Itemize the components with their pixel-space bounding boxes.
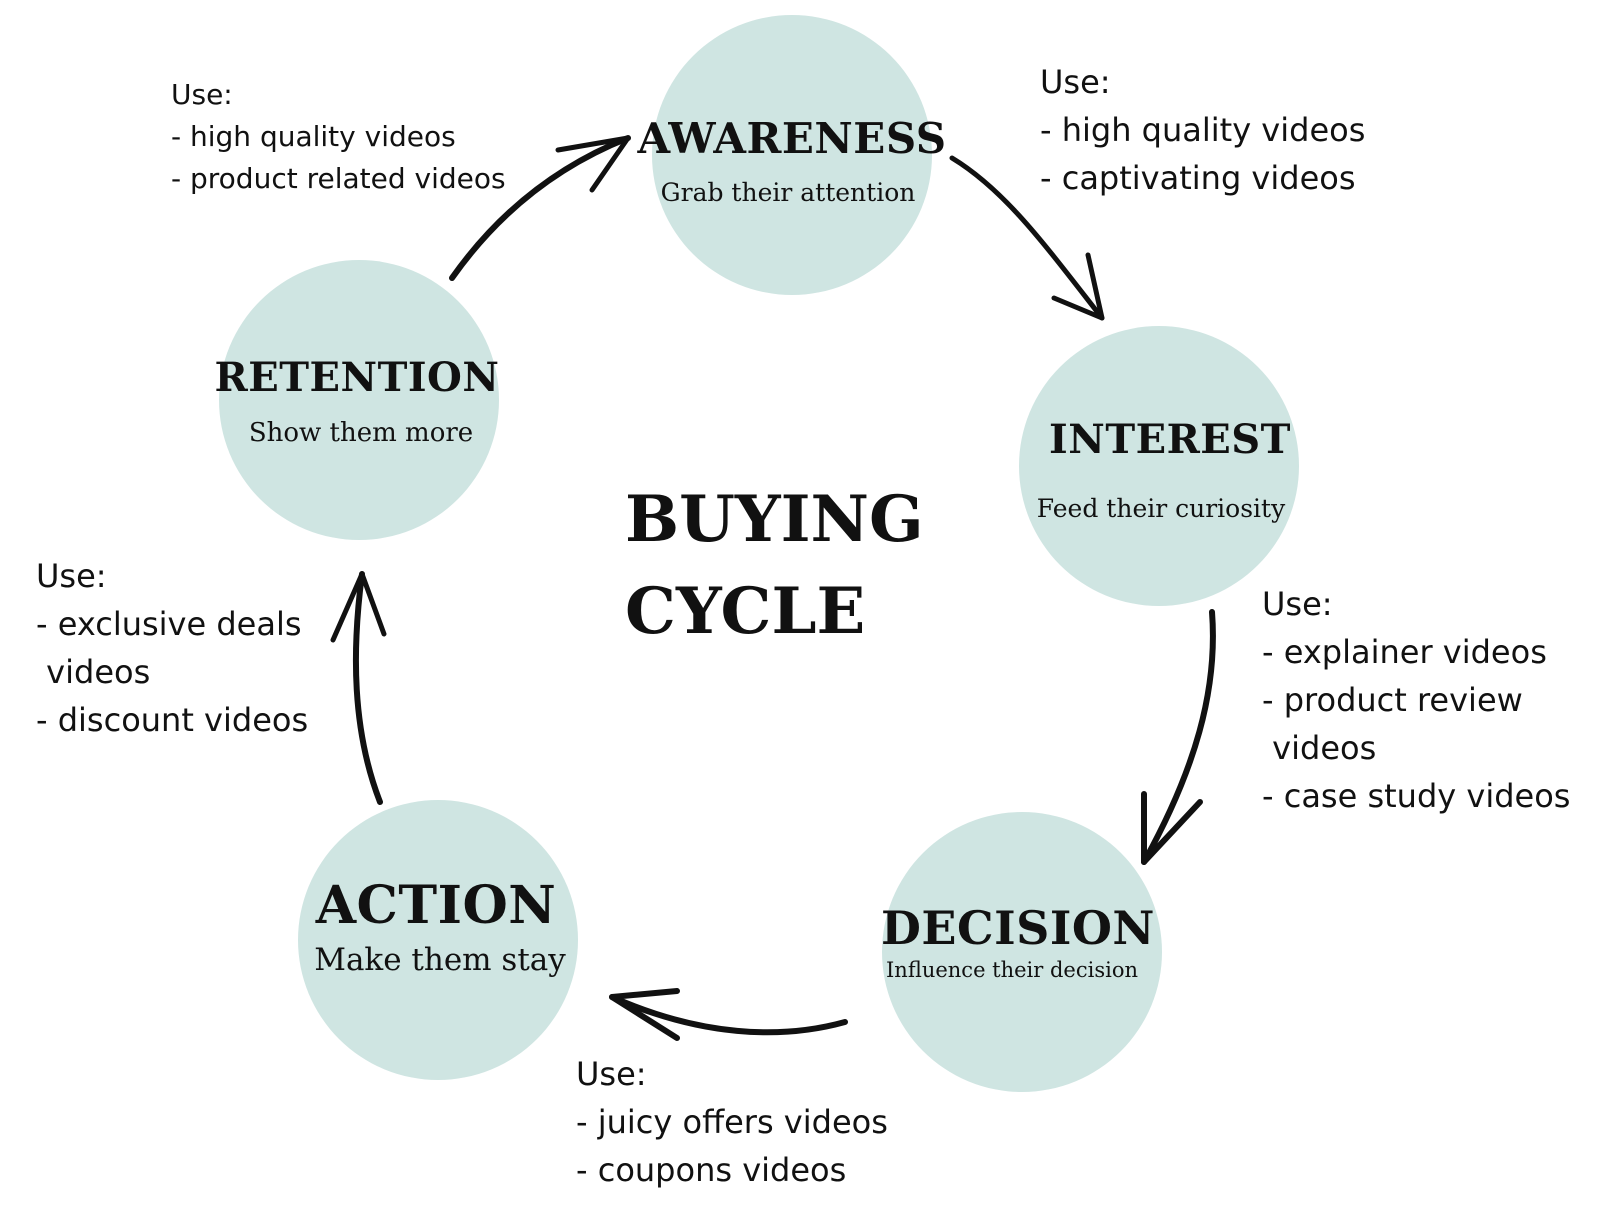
interest-subtitle: Feed their curiosity [1036,494,1286,523]
action-title: ACTION [315,875,557,936]
note-item: - captivating videos [1040,159,1356,197]
note-heading: Use: [171,78,233,111]
note-retention-awareness: Use: - high quality videos - product rel… [171,74,506,200]
decision-circle [882,812,1162,1092]
retention-circle [219,260,499,540]
arrow-interest-to-decision [1141,609,1216,865]
note-decision-action: Use: - juicy offers videos - coupons vid… [576,1050,888,1194]
note-item: - case study videos [1262,777,1571,815]
note-item: - discount videos [36,701,309,739]
action-subtitle: Make them stay [314,942,566,978]
awareness-circle [652,15,932,295]
arrow-action-to-retention [330,571,387,805]
note-interest-decision: Use: - explainer videos - product review… [1262,580,1570,820]
retention-title: RETENTION [214,354,500,401]
note-item: - high quality videos [1040,111,1366,149]
note-item: - product related videos [171,162,506,195]
interest-circle [1019,326,1299,606]
note-heading: Use: [36,557,107,595]
note-item: - explainer videos [1262,633,1547,671]
note-item: videos [1262,729,1377,767]
note-action-retention: Use: - exclusive deals videos - discount… [36,552,308,744]
awareness-subtitle: Grab their attention [660,178,916,207]
center-title-line-2: CYCLE [625,574,866,649]
note-item: - juicy offers videos [576,1103,888,1141]
arrow-decision-to-action [609,988,848,1041]
decision-title: DECISION [881,901,1155,955]
note-item: - exclusive deals [36,605,302,643]
center-title-line-1: BUYING [625,482,924,557]
note-item: videos [36,653,151,691]
interest-title: INTEREST [1049,416,1291,463]
decision-subtitle: Influence their decision [886,958,1138,982]
note-heading: Use: [576,1055,647,1093]
retention-subtitle: Show them more [248,418,474,448]
note-heading: Use: [1040,63,1111,101]
note-item: - coupons videos [576,1151,847,1189]
note-item: - high quality videos [171,120,456,153]
note-heading: Use: [1262,585,1333,623]
awareness-title: AWARENESS [637,114,947,163]
note-item: - product review [1262,681,1523,719]
action-circle [298,800,578,1080]
note-awareness-interest: Use: - high quality videos - captivating… [1040,58,1365,202]
